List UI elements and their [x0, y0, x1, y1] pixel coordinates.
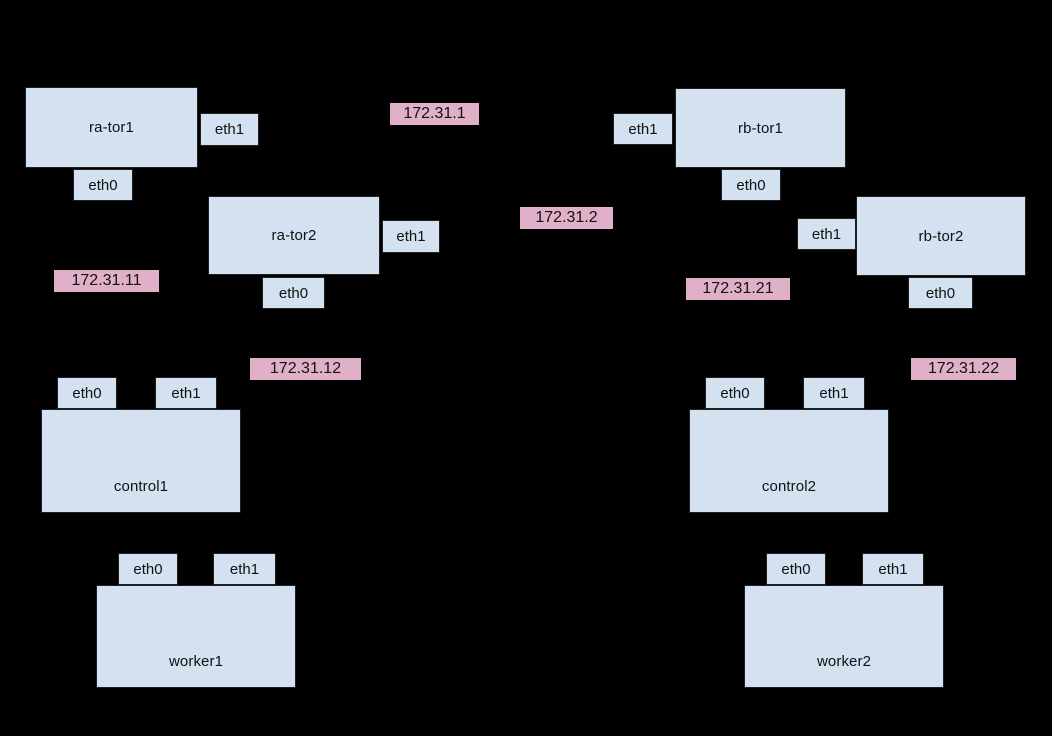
port-ra-tor1-eth1[interactable]: eth1	[200, 113, 259, 146]
node-worker2[interactable]: worker2	[744, 585, 944, 688]
port-worker2-eth0[interactable]: eth0	[766, 553, 826, 585]
node-label-worker1: worker1	[168, 653, 224, 670]
port-control2-eth0[interactable]: eth0	[705, 377, 765, 409]
node-label-worker2: worker2	[816, 653, 872, 670]
node-ra-tor1[interactable]: ra-tor1	[25, 87, 198, 168]
port-rb-tor2-eth0[interactable]: eth0	[908, 277, 973, 309]
port-control1-eth1[interactable]: eth1	[155, 377, 217, 409]
node-control1[interactable]: control1	[41, 409, 241, 513]
ip-label-ip-172-31-11: 172.31.11	[54, 270, 159, 292]
node-rb-tor1[interactable]: rb-tor1	[675, 88, 846, 168]
ip-label-ip-172-31-22: 172.31.22	[911, 358, 1016, 380]
ip-label-ip-172-31-1: 172.31.1	[390, 103, 479, 125]
node-worker1[interactable]: worker1	[96, 585, 296, 688]
port-control2-eth1[interactable]: eth1	[803, 377, 865, 409]
port-worker1-eth0[interactable]: eth0	[118, 553, 178, 585]
node-label-rb-tor1: rb-tor1	[738, 119, 783, 137]
port-worker2-eth1[interactable]: eth1	[862, 553, 924, 585]
port-ra-tor2-eth1[interactable]: eth1	[382, 220, 440, 253]
node-rb-tor2[interactable]: rb-tor2	[856, 196, 1026, 276]
node-control2[interactable]: control2	[689, 409, 889, 513]
port-ra-tor1-eth0[interactable]: eth0	[73, 169, 133, 201]
node-label-control2: control2	[761, 478, 817, 495]
node-label-control1: control1	[113, 478, 169, 495]
port-rb-tor1-eth1[interactable]: eth1	[613, 113, 673, 145]
ip-label-ip-172-31-21: 172.31.21	[686, 278, 790, 300]
node-ra-tor2[interactable]: ra-tor2	[208, 196, 380, 275]
port-rb-tor2-eth1[interactable]: eth1	[797, 218, 856, 250]
port-ra-tor2-eth0[interactable]: eth0	[262, 277, 325, 309]
port-control1-eth0[interactable]: eth0	[57, 377, 117, 409]
ip-label-ip-172-31-12: 172.31.12	[250, 358, 361, 380]
port-rb-tor1-eth0[interactable]: eth0	[721, 169, 781, 201]
node-label-rb-tor2: rb-tor2	[918, 227, 964, 245]
port-worker1-eth1[interactable]: eth1	[213, 553, 276, 585]
node-label-ra-tor1: ra-tor1	[89, 119, 134, 136]
ip-label-ip-172-31-2: 172.31.2	[520, 207, 613, 229]
node-label-ra-tor2: ra-tor2	[271, 227, 317, 244]
